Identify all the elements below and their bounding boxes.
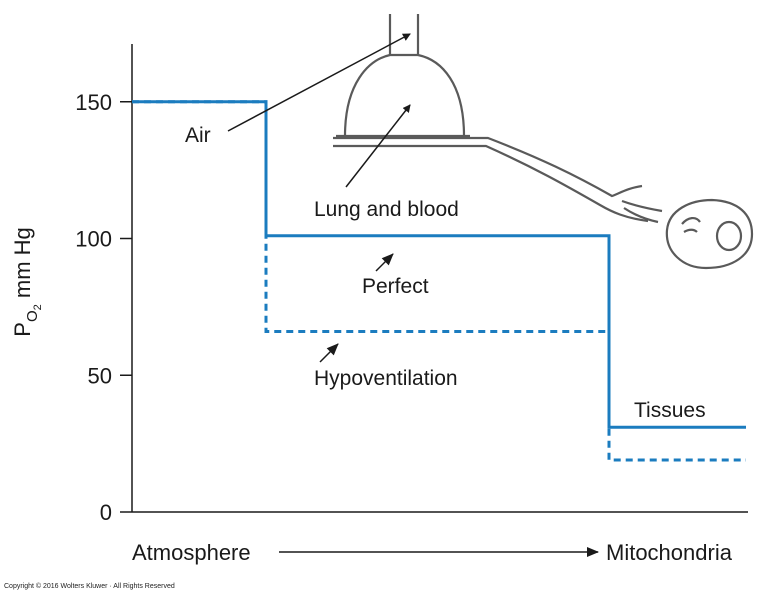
airway-tube bbox=[388, 14, 420, 55]
y-tick-label: 100 bbox=[75, 227, 112, 252]
lung-and-blood-label: Lung and blood bbox=[314, 198, 459, 221]
mitochondrion-mark bbox=[681, 217, 701, 233]
y-axis-label-sub2: 2 bbox=[32, 304, 44, 310]
y-axis-label-rest: mm Hg bbox=[10, 227, 35, 304]
x-axis-start-label: Atmosphere bbox=[132, 540, 251, 565]
alveolus-dome bbox=[343, 53, 466, 137]
tissues-label: Tissues bbox=[634, 399, 706, 422]
x-axis-end-label: Mitochondria bbox=[606, 540, 733, 565]
capillary-illustration bbox=[333, 136, 663, 224]
series-perfect-line bbox=[132, 100, 746, 429]
hypoventilation-label: Hypoventilation bbox=[314, 367, 458, 390]
lung-and-blood-arrow bbox=[345, 104, 411, 188]
air-arrow bbox=[227, 33, 411, 132]
y-tick-label: 0 bbox=[100, 500, 112, 525]
y-tick-label: 150 bbox=[75, 90, 112, 115]
cell-outline bbox=[665, 198, 754, 270]
series-layer bbox=[132, 100, 746, 462]
capillary-upper-wall bbox=[333, 136, 643, 198]
copyright-notice: Copyright © 2016 Wolters Kluwer · All Ri… bbox=[4, 582, 175, 590]
capillary-lower-wall bbox=[333, 144, 649, 223]
y-tick-label: 50 bbox=[88, 363, 112, 388]
capillary-branch-low bbox=[623, 207, 659, 224]
y-ticks: 0 50 100 150 bbox=[75, 90, 132, 525]
lung-illustration bbox=[336, 14, 470, 138]
hypoventilation-arrow bbox=[319, 343, 339, 363]
cell-nucleus bbox=[715, 220, 743, 252]
capillary-branch-mid bbox=[621, 199, 663, 213]
air-label: Air bbox=[185, 124, 211, 147]
perfect-label: Perfect bbox=[362, 275, 429, 298]
y-axis-label-base: P bbox=[10, 322, 35, 337]
y-axis-label: PO2 mm Hg bbox=[10, 227, 44, 336]
y-axis-label-sub1: O bbox=[24, 310, 41, 322]
cell-illustration bbox=[665, 198, 754, 270]
perfect-arrow bbox=[375, 253, 394, 272]
